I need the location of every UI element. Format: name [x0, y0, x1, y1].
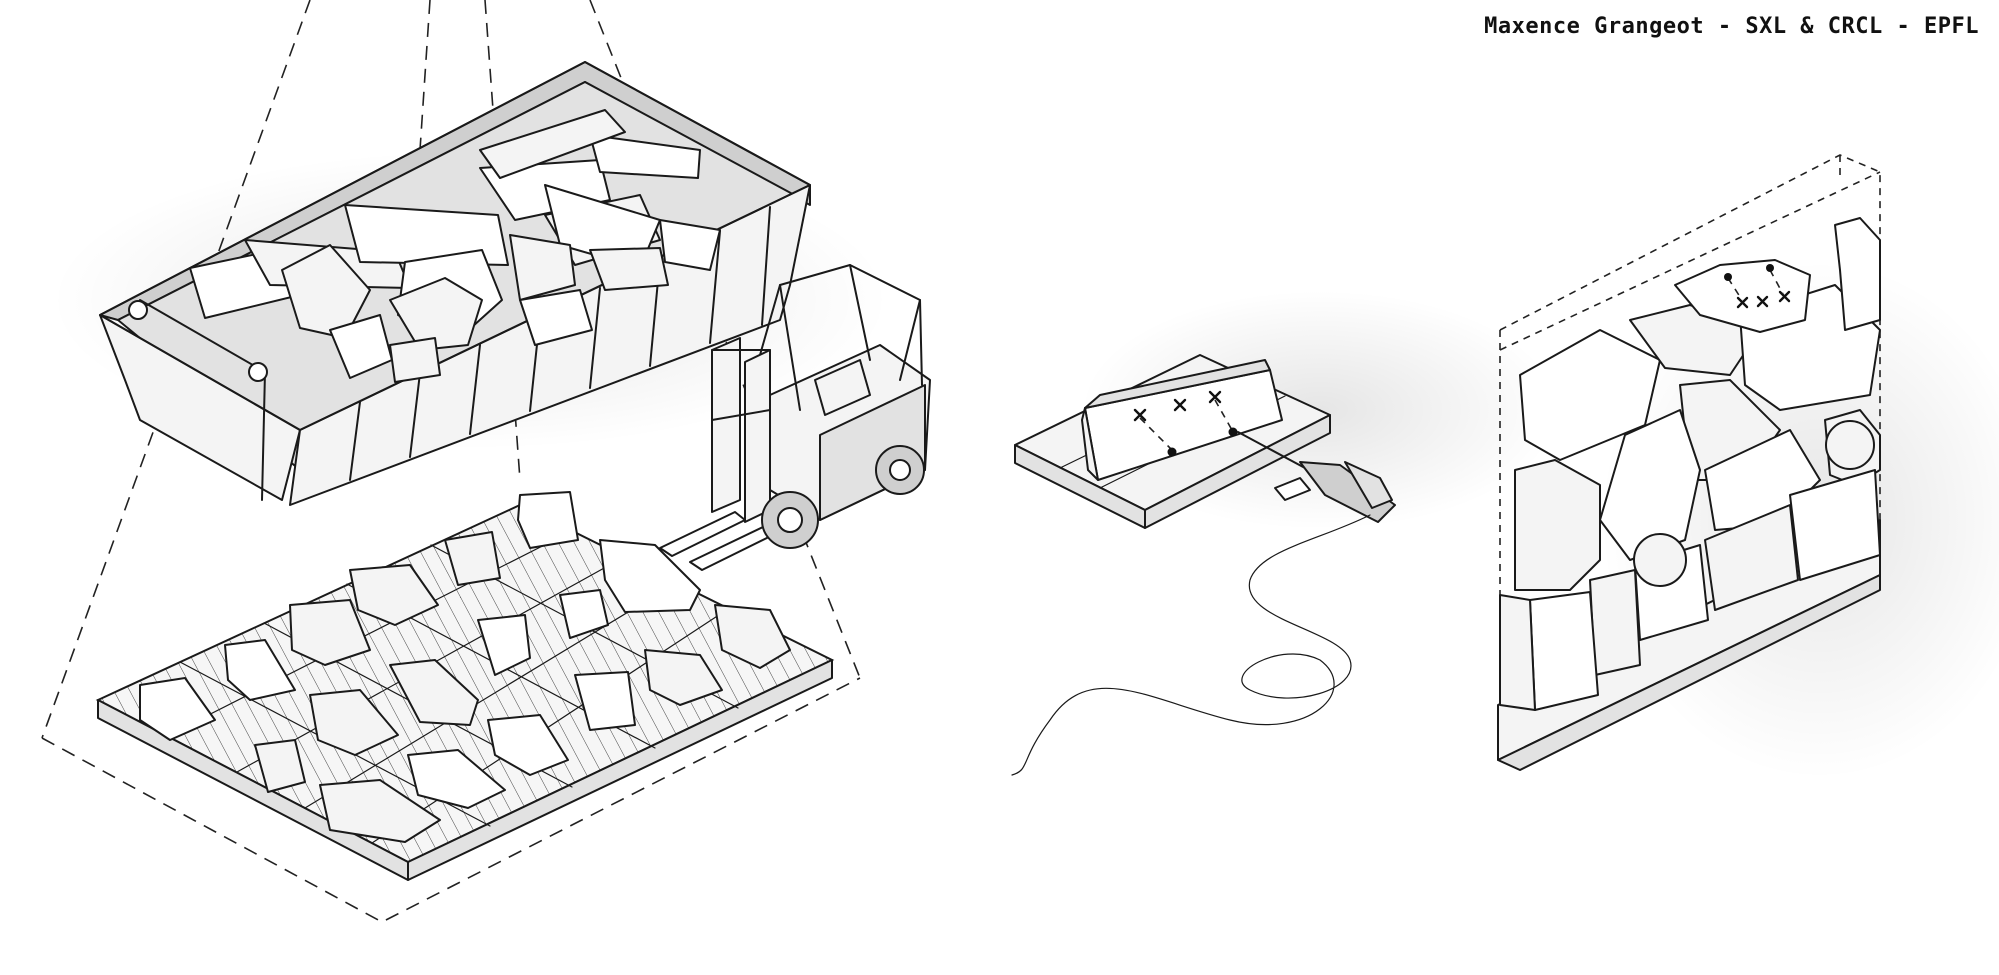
drilling-station — [1011, 354, 1396, 776]
drill-markings — [1133, 390, 1238, 457]
core-drill-icon — [1011, 431, 1396, 776]
round-stone — [1633, 533, 1687, 587]
forklift-icon — [659, 264, 931, 571]
author-credit: Maxence Grangeot - SXL & CRCL - EPFL — [1484, 14, 1979, 39]
wall-stone-markings — [1724, 264, 1791, 309]
skip-container-icon — [99, 61, 811, 506]
pallet-grid-icon — [95, 491, 835, 881]
stone-wall-icon — [1497, 154, 1881, 771]
round-stone-2 — [1825, 420, 1875, 470]
stone-icon — [1081, 359, 1283, 481]
